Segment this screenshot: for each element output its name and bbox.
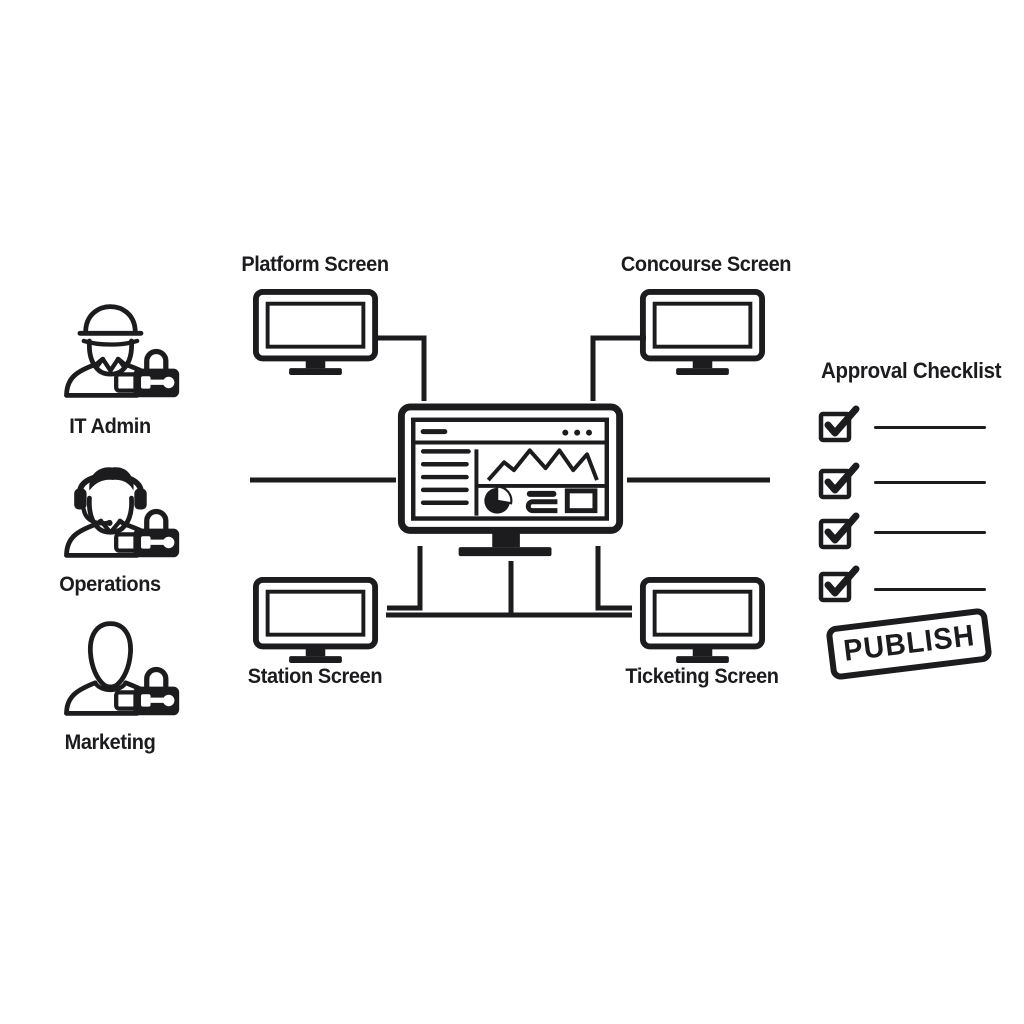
checkbox-checked-icon — [818, 462, 860, 500]
checklist-item-line — [874, 481, 986, 484]
publish-stamp-label: PUBLISH — [841, 619, 977, 668]
checkbox-checked-icon — [818, 565, 860, 603]
platform-screen-monitor-icon — [252, 289, 379, 376]
checkbox-checked-icon — [818, 512, 860, 550]
concourse-screen-monitor-icon — [639, 289, 766, 376]
checklist-item-line — [874, 531, 986, 534]
checklist-title: Approval Checklist — [821, 358, 1002, 383]
marketing-user-lock-icon — [64, 621, 180, 716]
persona-label-marketing: Marketing — [64, 731, 156, 754]
ellipsis-dots-icon — [562, 429, 592, 436]
cms-dashboard-monitor-icon — [397, 403, 624, 557]
checklist-item-line — [874, 588, 986, 591]
lock-key-icon — [114, 348, 180, 398]
persona-label-operations: Operations — [59, 573, 161, 596]
lock-key-icon — [114, 508, 180, 558]
screen-label-concourse: Concourse Screen — [620, 253, 792, 276]
text-widget-icon — [525, 490, 558, 514]
line-chart-icon — [486, 448, 599, 482]
operations-user-lock-icon — [64, 467, 180, 558]
screen-label-station: Station Screen — [247, 665, 383, 688]
checkbox-checked-icon — [818, 405, 860, 443]
station-screen-monitor-icon — [252, 577, 379, 664]
image-widget-icon — [564, 488, 598, 514]
lock-key-icon — [114, 666, 180, 716]
ticketing-screen-monitor-icon — [639, 577, 766, 664]
checklist-item-line — [874, 426, 986, 429]
persona-label-it-admin: IT Admin — [69, 415, 151, 438]
sidebar-menu-lines — [420, 449, 471, 505]
screen-label-platform: Platform Screen — [241, 253, 389, 276]
pie-chart-icon — [484, 485, 513, 514]
it-admin-user-lock-icon — [64, 304, 180, 398]
screen-label-ticketing: Ticketing Screen — [625, 665, 779, 688]
